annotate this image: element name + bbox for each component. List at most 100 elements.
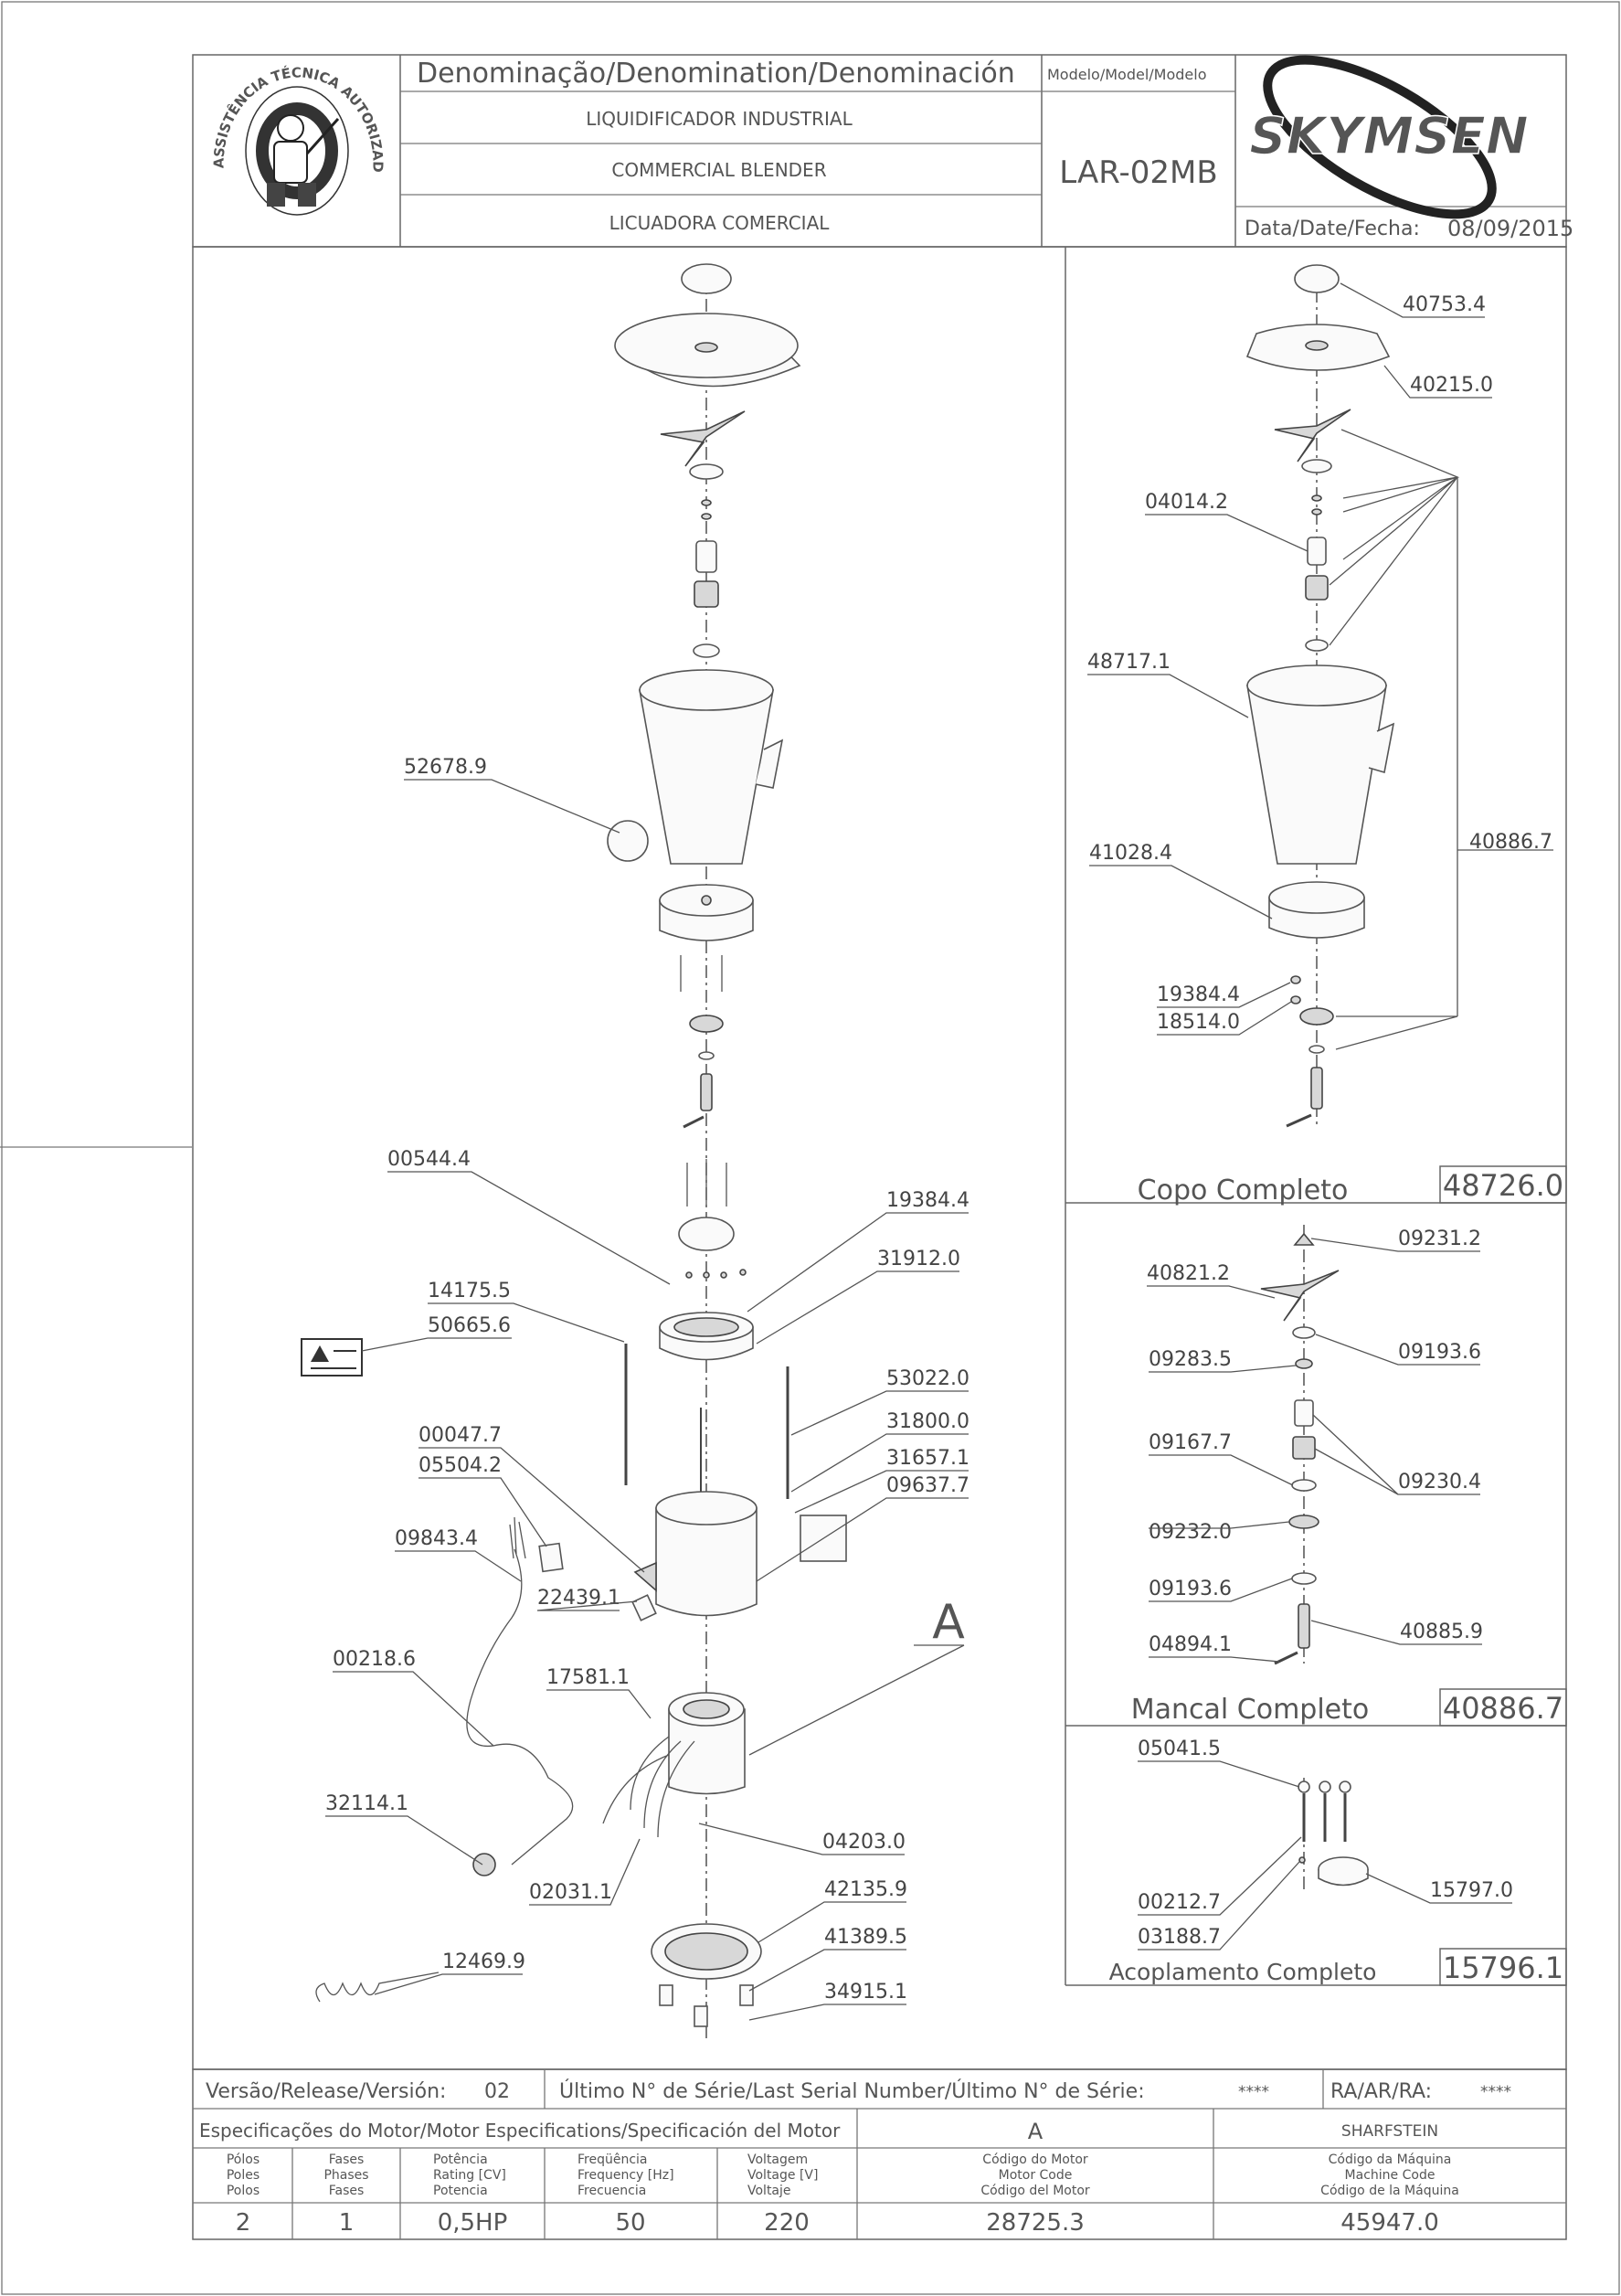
acoplamento-completo-drawing xyxy=(1298,1778,1369,1892)
mancal-label-set: 09231.2 40821.2 09193.6 09283.5 09167.7 … xyxy=(1147,1228,1483,1663)
ra-value: **** xyxy=(1480,2083,1511,2101)
machine-name: SHARFSTEIN xyxy=(1341,2122,1438,2141)
main-exploded-view: A xyxy=(301,263,965,2038)
mancal-code: 40886.7 xyxy=(1443,1691,1563,1726)
svg-text:Rating [CV]: Rating [CV] xyxy=(433,2168,506,2183)
part-label: 02031.1 xyxy=(529,1838,641,1906)
svg-text:15797.0: 15797.0 xyxy=(1430,1879,1513,1902)
svg-text:Pólos: Pólos xyxy=(227,2152,260,2167)
spec-column-headers: Pólos Poles Polos Fases Phases Fases Pot… xyxy=(227,2152,1459,2198)
footer-table xyxy=(192,2068,1567,2240)
svg-text:31657.1: 31657.1 xyxy=(886,1447,969,1470)
part-label: 09232.0 xyxy=(1149,1521,1290,1544)
ra-label: RA/AR/RA: xyxy=(1330,2080,1432,2103)
svg-text:04014.2: 04014.2 xyxy=(1145,491,1228,514)
part-label: 00212.7 xyxy=(1138,1836,1302,1916)
copo-code: 48726.0 xyxy=(1443,1168,1563,1203)
date-value: 08/09/2015 xyxy=(1447,216,1573,241)
svg-text:04203.0: 04203.0 xyxy=(822,1831,906,1854)
serial-label: Último N° de Série/Last Serial Number/Úl… xyxy=(559,2079,1145,2103)
svg-text:09193.6: 09193.6 xyxy=(1398,1341,1481,1364)
svg-text:52678.9: 52678.9 xyxy=(404,756,487,779)
serial-value: **** xyxy=(1238,2083,1269,2101)
part-label: 19384.4 xyxy=(747,1189,969,1313)
svg-text:Motor Code: Motor Code xyxy=(999,2168,1073,2183)
part-label: 42135.9 xyxy=(758,1878,907,1943)
part-label: 40885.9 xyxy=(1310,1620,1483,1645)
svg-text:41028.4: 41028.4 xyxy=(1089,842,1172,865)
part-label: 15797.0 xyxy=(1365,1873,1513,1904)
part-label: 04894.1 xyxy=(1149,1633,1280,1663)
copo-title: Copo Completo xyxy=(1138,1175,1349,1206)
svg-text:40753.4: 40753.4 xyxy=(1403,293,1486,316)
svg-text:50665.6: 50665.6 xyxy=(428,1314,511,1337)
name-es: LICUADORA COMERCIAL xyxy=(609,212,831,234)
part-label: 09193.6 xyxy=(1149,1578,1293,1602)
svg-text:Código do Motor: Código do Motor xyxy=(982,2152,1088,2167)
part-label: 09167.7 xyxy=(1149,1431,1294,1486)
part-label: 09283.5 xyxy=(1149,1348,1297,1373)
svg-text:40885.9: 40885.9 xyxy=(1400,1621,1483,1643)
part-label: 40753.4 xyxy=(1340,282,1486,318)
svg-text:Poles: Poles xyxy=(227,2168,260,2183)
svg-text:SKYMSEN: SKYMSEN xyxy=(1249,107,1528,166)
svg-text:Voltaje: Voltaje xyxy=(747,2184,791,2198)
main-label-set: 52678.9 00544.4 19384.4 31912.0 14175.5 … xyxy=(325,756,969,2021)
detail-callout-letter: A xyxy=(932,1595,965,1650)
svg-text:09231.2: 09231.2 xyxy=(1398,1228,1481,1250)
svg-text:Fases: Fases xyxy=(329,2184,365,2198)
part-label: 09843.4 xyxy=(395,1527,522,1582)
svg-text:03188.7: 03188.7 xyxy=(1138,1926,1221,1949)
svg-text:09232.0: 09232.0 xyxy=(1149,1521,1232,1544)
power-value: 0,5HP xyxy=(438,2209,508,2237)
phases-value: 1 xyxy=(339,2209,355,2237)
svg-text:09167.7: 09167.7 xyxy=(1149,1431,1232,1454)
svg-text:09193.6: 09193.6 xyxy=(1149,1578,1232,1600)
voltage-value: 220 xyxy=(764,2209,810,2237)
svg-text:Código de la Máquina: Código de la Máquina xyxy=(1320,2184,1459,2198)
part-label: 48717.1 xyxy=(1087,651,1249,718)
svg-text:09637.7: 09637.7 xyxy=(886,1474,969,1497)
part-label: 04203.0 xyxy=(698,1823,906,1855)
copo-completo-drawing xyxy=(1245,264,1553,1129)
acoplamento-title: Acoplamento Completo xyxy=(1109,1959,1377,1985)
svg-text:12469.9: 12469.9 xyxy=(442,1951,525,1973)
machine-code-value: 45947.0 xyxy=(1340,2209,1439,2237)
svg-text:34915.1: 34915.1 xyxy=(824,1981,907,2004)
svg-text:Frequency [Hz]: Frequency [Hz] xyxy=(577,2168,674,2183)
part-label: 40886.7 xyxy=(1469,831,1552,854)
part-label: 40215.0 xyxy=(1383,365,1493,399)
copo-label-set: 40753.4 40215.0 04014.2 48717.1 41028.4 … xyxy=(1087,282,1552,1036)
warning-label-icon xyxy=(301,1338,363,1377)
svg-text:22439.1: 22439.1 xyxy=(537,1587,620,1610)
part-label: 19384.4 xyxy=(1157,982,1291,1008)
version-label: Versão/Release/Versión: xyxy=(206,2080,446,2103)
poles-value: 2 xyxy=(236,2209,251,2237)
svg-text:00047.7: 00047.7 xyxy=(418,1424,502,1447)
part-label: 03188.7 xyxy=(1138,1861,1300,1951)
acoplamento-code: 15796.1 xyxy=(1443,1951,1563,1985)
svg-text:40215.0: 40215.0 xyxy=(1410,374,1493,397)
part-label: 52678.9 xyxy=(404,756,620,834)
svg-text:19384.4: 19384.4 xyxy=(1157,983,1240,1006)
mancal-title: Mancal Completo xyxy=(1131,1694,1370,1726)
model-code: LAR-02MB xyxy=(1059,154,1217,191)
svg-text:41389.5: 41389.5 xyxy=(824,1926,907,1949)
part-label: 05504.2 xyxy=(418,1454,547,1547)
part-label: 40821.2 xyxy=(1147,1262,1276,1299)
name-pt: LIQUIDIFICADOR INDUSTRIAL xyxy=(586,108,853,130)
part-label: 00544.4 xyxy=(387,1148,671,1285)
svg-text:42135.9: 42135.9 xyxy=(824,1878,907,1901)
mancal-completo-drawing xyxy=(1260,1225,1340,1665)
acoplamento-label-set: 05041.5 00212.7 03188.7 15797.0 xyxy=(1138,1738,1513,1951)
denomination-header: Denominação/Denomination/Denominación xyxy=(417,58,1015,90)
part-label: 04014.2 xyxy=(1145,491,1308,552)
motor-letter: A xyxy=(1028,2119,1044,2144)
svg-text:Potencia: Potencia xyxy=(433,2184,488,2198)
part-label: 17581.1 xyxy=(546,1666,652,1719)
svg-text:00218.6: 00218.6 xyxy=(333,1648,416,1671)
svg-text:53022.0: 53022.0 xyxy=(886,1367,969,1390)
part-label: 41028.4 xyxy=(1089,842,1273,919)
part-label: 05041.5 xyxy=(1138,1738,1300,1788)
motor-code-value: 28725.3 xyxy=(986,2209,1085,2237)
